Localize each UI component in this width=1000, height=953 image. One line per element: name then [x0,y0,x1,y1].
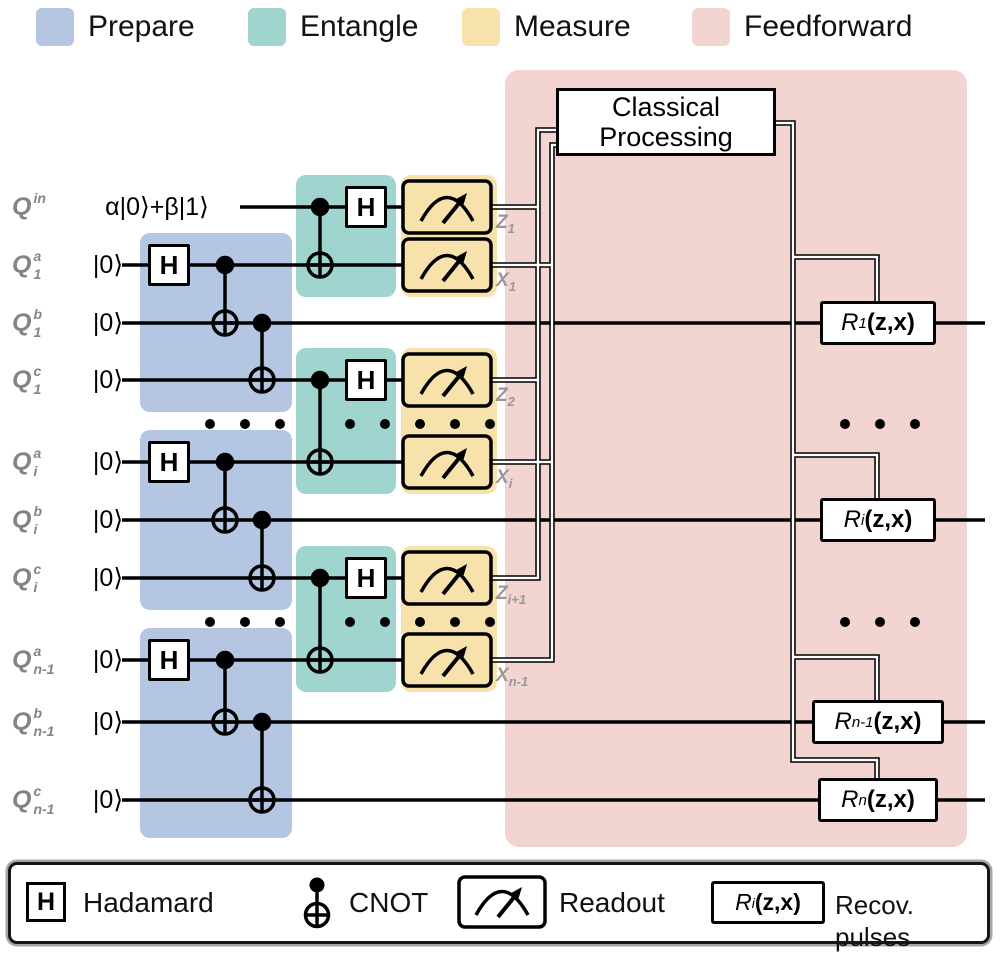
measurement-label-z2: Z2 [496,385,515,409]
state-label-qn1a: |0⟩ [92,646,124,674]
hadamard-gate: H [148,441,190,483]
hadamard-gate: H [345,186,387,228]
cnot-control [252,313,272,333]
hadamard-gate: H [345,359,387,401]
legend-swatch-feedforward [692,8,730,46]
meter-box-xi [401,434,493,490]
state-label-qn1b: |0⟩ [92,708,124,736]
cnot-control [252,712,272,732]
legend-label-feedforward: Feedforward [744,10,913,43]
legend-label-prepare: Prepare [88,10,195,43]
meter-box-z1 [401,179,493,235]
meter-box-zi1 [401,550,493,606]
hadamard-gate: H [345,557,387,599]
measurement-label-x1: X1 [496,270,516,294]
measurement-label-xn1: Xn-1 [496,665,529,689]
state-label-q1b: |0⟩ [92,309,124,337]
meter-box-z2 [401,352,493,408]
state-label-q1a: |0⟩ [92,251,124,279]
classical-processing-line2: Processing [599,122,733,152]
legend-label-measure: Measure [514,10,631,43]
hadamard-gate: H [148,639,190,681]
hadamard-gate: H [148,244,190,286]
cnot-control [310,197,330,217]
cnot-control [215,452,235,472]
state-label-qin: α|0⟩+β|1⟩ [105,193,209,221]
legend-swatch-measure [462,8,500,46]
state-label-qib: |0⟩ [92,506,124,534]
state-label-qia: |0⟩ [92,448,124,476]
meter-box-x1 [401,237,493,293]
measurement-label-xi: Xi [496,467,513,491]
classical-processing-box: Classical Processing [556,88,776,156]
measurement-label-z1: Z1 [496,212,515,236]
legend-cnot-label: CNOT [349,887,429,918]
measurement-label-zi1: Zi+1 [496,583,527,607]
legend-cnot-icon [303,877,331,929]
legend-hadamard-label: Hadamard [83,887,214,918]
state-label-q1c: |0⟩ [92,366,124,394]
cnot-control [310,568,330,588]
cnot-control [215,650,235,670]
ellipsis-dots [205,419,920,627]
classical-wires-core [491,121,879,779]
feedforward-region [505,70,967,847]
state-label-qn1c: |0⟩ [92,786,124,814]
legend-swatch-entangle [248,8,286,46]
legend-readout-label: Readout [559,887,665,918]
classical-processing-line1: Classical [611,92,721,122]
cnot-control [252,510,272,530]
cnot-control [215,255,235,275]
legend-readout-icon [457,875,547,929]
readout-meters [401,179,493,688]
legend-label-entangle: Entangle [300,10,419,43]
legend-swatch-prepare [36,8,74,46]
legend-recovery-label: Recov. pulses [835,890,914,952]
cnot-gates [211,197,334,814]
legend-hadamard-icon: H [26,882,66,922]
state-label-qic: |0⟩ [92,564,124,592]
meter-box-xn1 [401,632,493,688]
cnot-control [310,370,330,390]
